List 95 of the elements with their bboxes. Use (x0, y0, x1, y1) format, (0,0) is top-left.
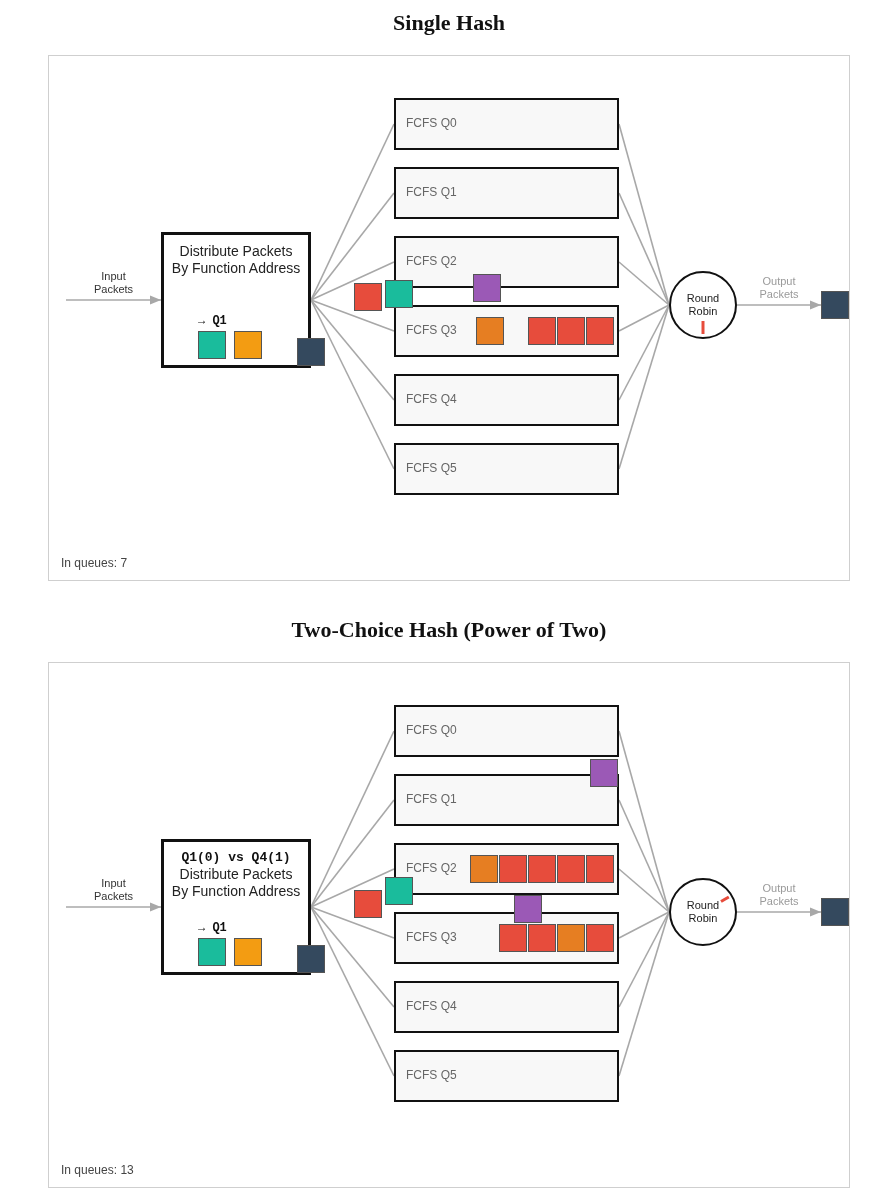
queue-label: FCFS Q4 (406, 392, 457, 406)
connector-line (618, 911, 670, 1077)
arrow (65, 295, 162, 305)
connector-line (618, 192, 670, 306)
connector-line (618, 868, 670, 913)
node-text: Distribute Packets By Function Address (170, 866, 302, 900)
connector-line (310, 906, 395, 1077)
connector-line (310, 299, 395, 401)
connector-line (310, 906, 395, 1008)
packet-square (476, 317, 504, 345)
packet-square (586, 317, 614, 345)
connector-line (310, 906, 395, 939)
packet-square (590, 759, 618, 787)
packet-square (557, 317, 585, 345)
packet-square (354, 890, 382, 918)
queue-label: FCFS Q1 (406, 792, 457, 806)
status-text: In queues: 7 (61, 556, 128, 570)
connector-line (310, 192, 395, 301)
packet-square (528, 317, 556, 345)
packet-square (557, 924, 585, 952)
queue-label: FCFS Q2 (406, 254, 457, 268)
queue-label: FCFS Q0 (406, 723, 457, 737)
arrow (736, 300, 822, 310)
queue-box (394, 443, 619, 495)
connector-line (310, 261, 395, 301)
panel-heading: Single Hash (393, 10, 505, 36)
queue-label: FCFS Q2 (406, 861, 457, 875)
connector-line (310, 730, 395, 908)
packet-square (234, 938, 262, 966)
queue-box (394, 705, 619, 757)
packet-square (499, 855, 527, 883)
connector-line (618, 261, 670, 306)
queue-box (394, 236, 619, 288)
node-text: Round Robin (686, 292, 720, 318)
hash-choice-text: Q1(0) vs Q4(1) (181, 850, 291, 865)
packet-square (514, 895, 542, 923)
packet-square (297, 945, 325, 973)
packet-square (821, 898, 849, 926)
packet-square (586, 924, 614, 952)
packet-square (821, 291, 849, 319)
queue-label: FCFS Q4 (406, 999, 457, 1013)
packet-square (499, 924, 527, 952)
distributor-box (161, 839, 311, 975)
connector-line (618, 304, 670, 332)
node-text: Round Robin (686, 899, 720, 925)
packet-square (473, 274, 501, 302)
queue-box (394, 1050, 619, 1102)
distributor-box (161, 232, 311, 368)
queue-box (394, 98, 619, 150)
queue-box (394, 843, 619, 895)
packet-square (470, 855, 498, 883)
packet-square (557, 855, 585, 883)
queue-label: FCFS Q1 (406, 185, 457, 199)
queue-label: FCFS Q0 (406, 116, 457, 130)
connector-line (618, 304, 670, 470)
queue-label: FCFS Q3 (406, 930, 457, 944)
packet-square (354, 283, 382, 311)
arrow (65, 902, 162, 912)
packet-square (528, 924, 556, 952)
connector-line (310, 123, 395, 301)
panel-heading: Two-Choice Hash (Power of Two) (291, 617, 607, 643)
queue-label: FCFS Q5 (406, 461, 457, 475)
packet-square (297, 338, 325, 366)
queue-label: FCFS Q3 (406, 323, 457, 337)
queue-label: FCFS Q5 (406, 1068, 457, 1082)
queue-box (394, 981, 619, 1033)
connector-line (618, 799, 670, 913)
arrow (736, 907, 822, 917)
queue-box (394, 912, 619, 964)
connector-line (618, 304, 670, 401)
packet-square (198, 938, 226, 966)
node-text: Distribute Packets By Function Address (170, 243, 302, 277)
connector-line (310, 299, 395, 332)
connector-line (310, 868, 395, 908)
connector-line (310, 299, 395, 470)
queue-box (394, 167, 619, 219)
connector-line (618, 911, 670, 1008)
edge-label: Output Packets (758, 882, 800, 908)
packet-square (234, 331, 262, 359)
queue-box (394, 774, 619, 826)
edge-label: Input Packets (92, 270, 135, 296)
connector-line (618, 911, 670, 939)
packet-label: → Q1 (198, 921, 227, 935)
queue-box (394, 374, 619, 426)
packet-label: → Q1 (198, 314, 227, 328)
edge-label: Input Packets (92, 877, 135, 903)
edge-label: Output Packets (758, 275, 800, 301)
packet-square (385, 280, 413, 308)
queue-box (394, 305, 619, 357)
connector-line (310, 799, 395, 908)
packet-square (586, 855, 614, 883)
packet-square (385, 877, 413, 905)
packet-square (198, 331, 226, 359)
packet-square (528, 855, 556, 883)
status-text: In queues: 13 (61, 1163, 134, 1177)
